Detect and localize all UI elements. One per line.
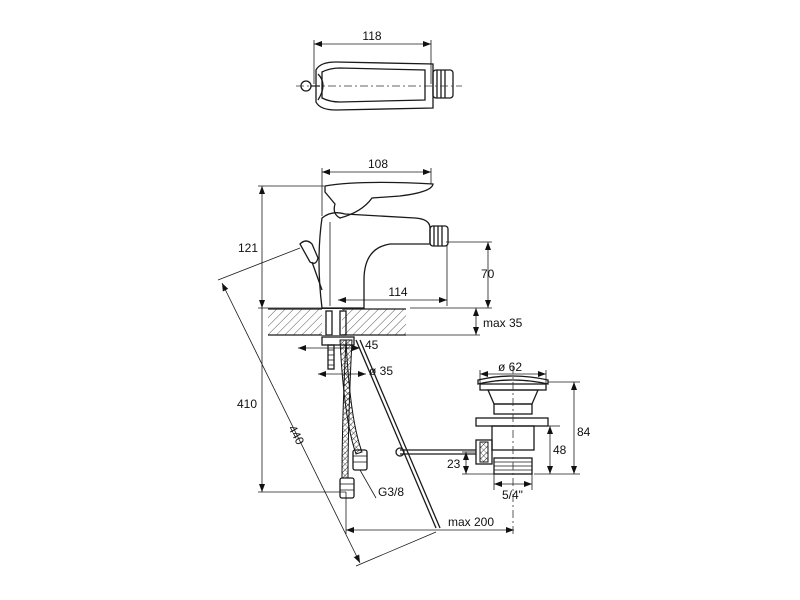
dim-hose-thread: G3/8 xyxy=(378,485,404,499)
pull-rod xyxy=(355,339,437,529)
dim-body-width: 108 xyxy=(368,157,388,171)
top-view: 118 xyxy=(296,29,462,111)
dim-max-reach: max 200 xyxy=(448,515,494,529)
tap-body xyxy=(318,212,431,309)
pull-rod-knob xyxy=(299,240,319,264)
top-outlet xyxy=(432,69,454,99)
dim-waste-diameter: ø 62 xyxy=(498,360,522,374)
dim-shank: 45 xyxy=(365,338,379,352)
dim-top-width: 118 xyxy=(362,29,381,43)
dim-waste-body: 48 xyxy=(553,443,567,457)
dim-height-above: 121 xyxy=(238,241,258,255)
top-body-outline xyxy=(315,61,434,111)
pop-up-waste: ø 62 84 48 23 5/4" xyxy=(447,360,591,536)
dim-spout-reach: 114 xyxy=(388,285,407,299)
dim-pull-rod: 440 xyxy=(285,423,307,448)
dim-max-deck: max 35 xyxy=(483,316,523,330)
dim-waste-total: 84 xyxy=(577,425,591,439)
dim-spout-height: 70 xyxy=(481,267,495,281)
dim-waste-offset: 23 xyxy=(447,457,461,471)
dim-total-height: 410 xyxy=(237,397,257,411)
tap-outlet xyxy=(429,225,449,247)
front-view: 108 121 410 70 114 max 35 45 xyxy=(217,157,523,567)
lever-handle xyxy=(324,181,434,219)
dim-thread: 5/4" xyxy=(502,488,523,502)
